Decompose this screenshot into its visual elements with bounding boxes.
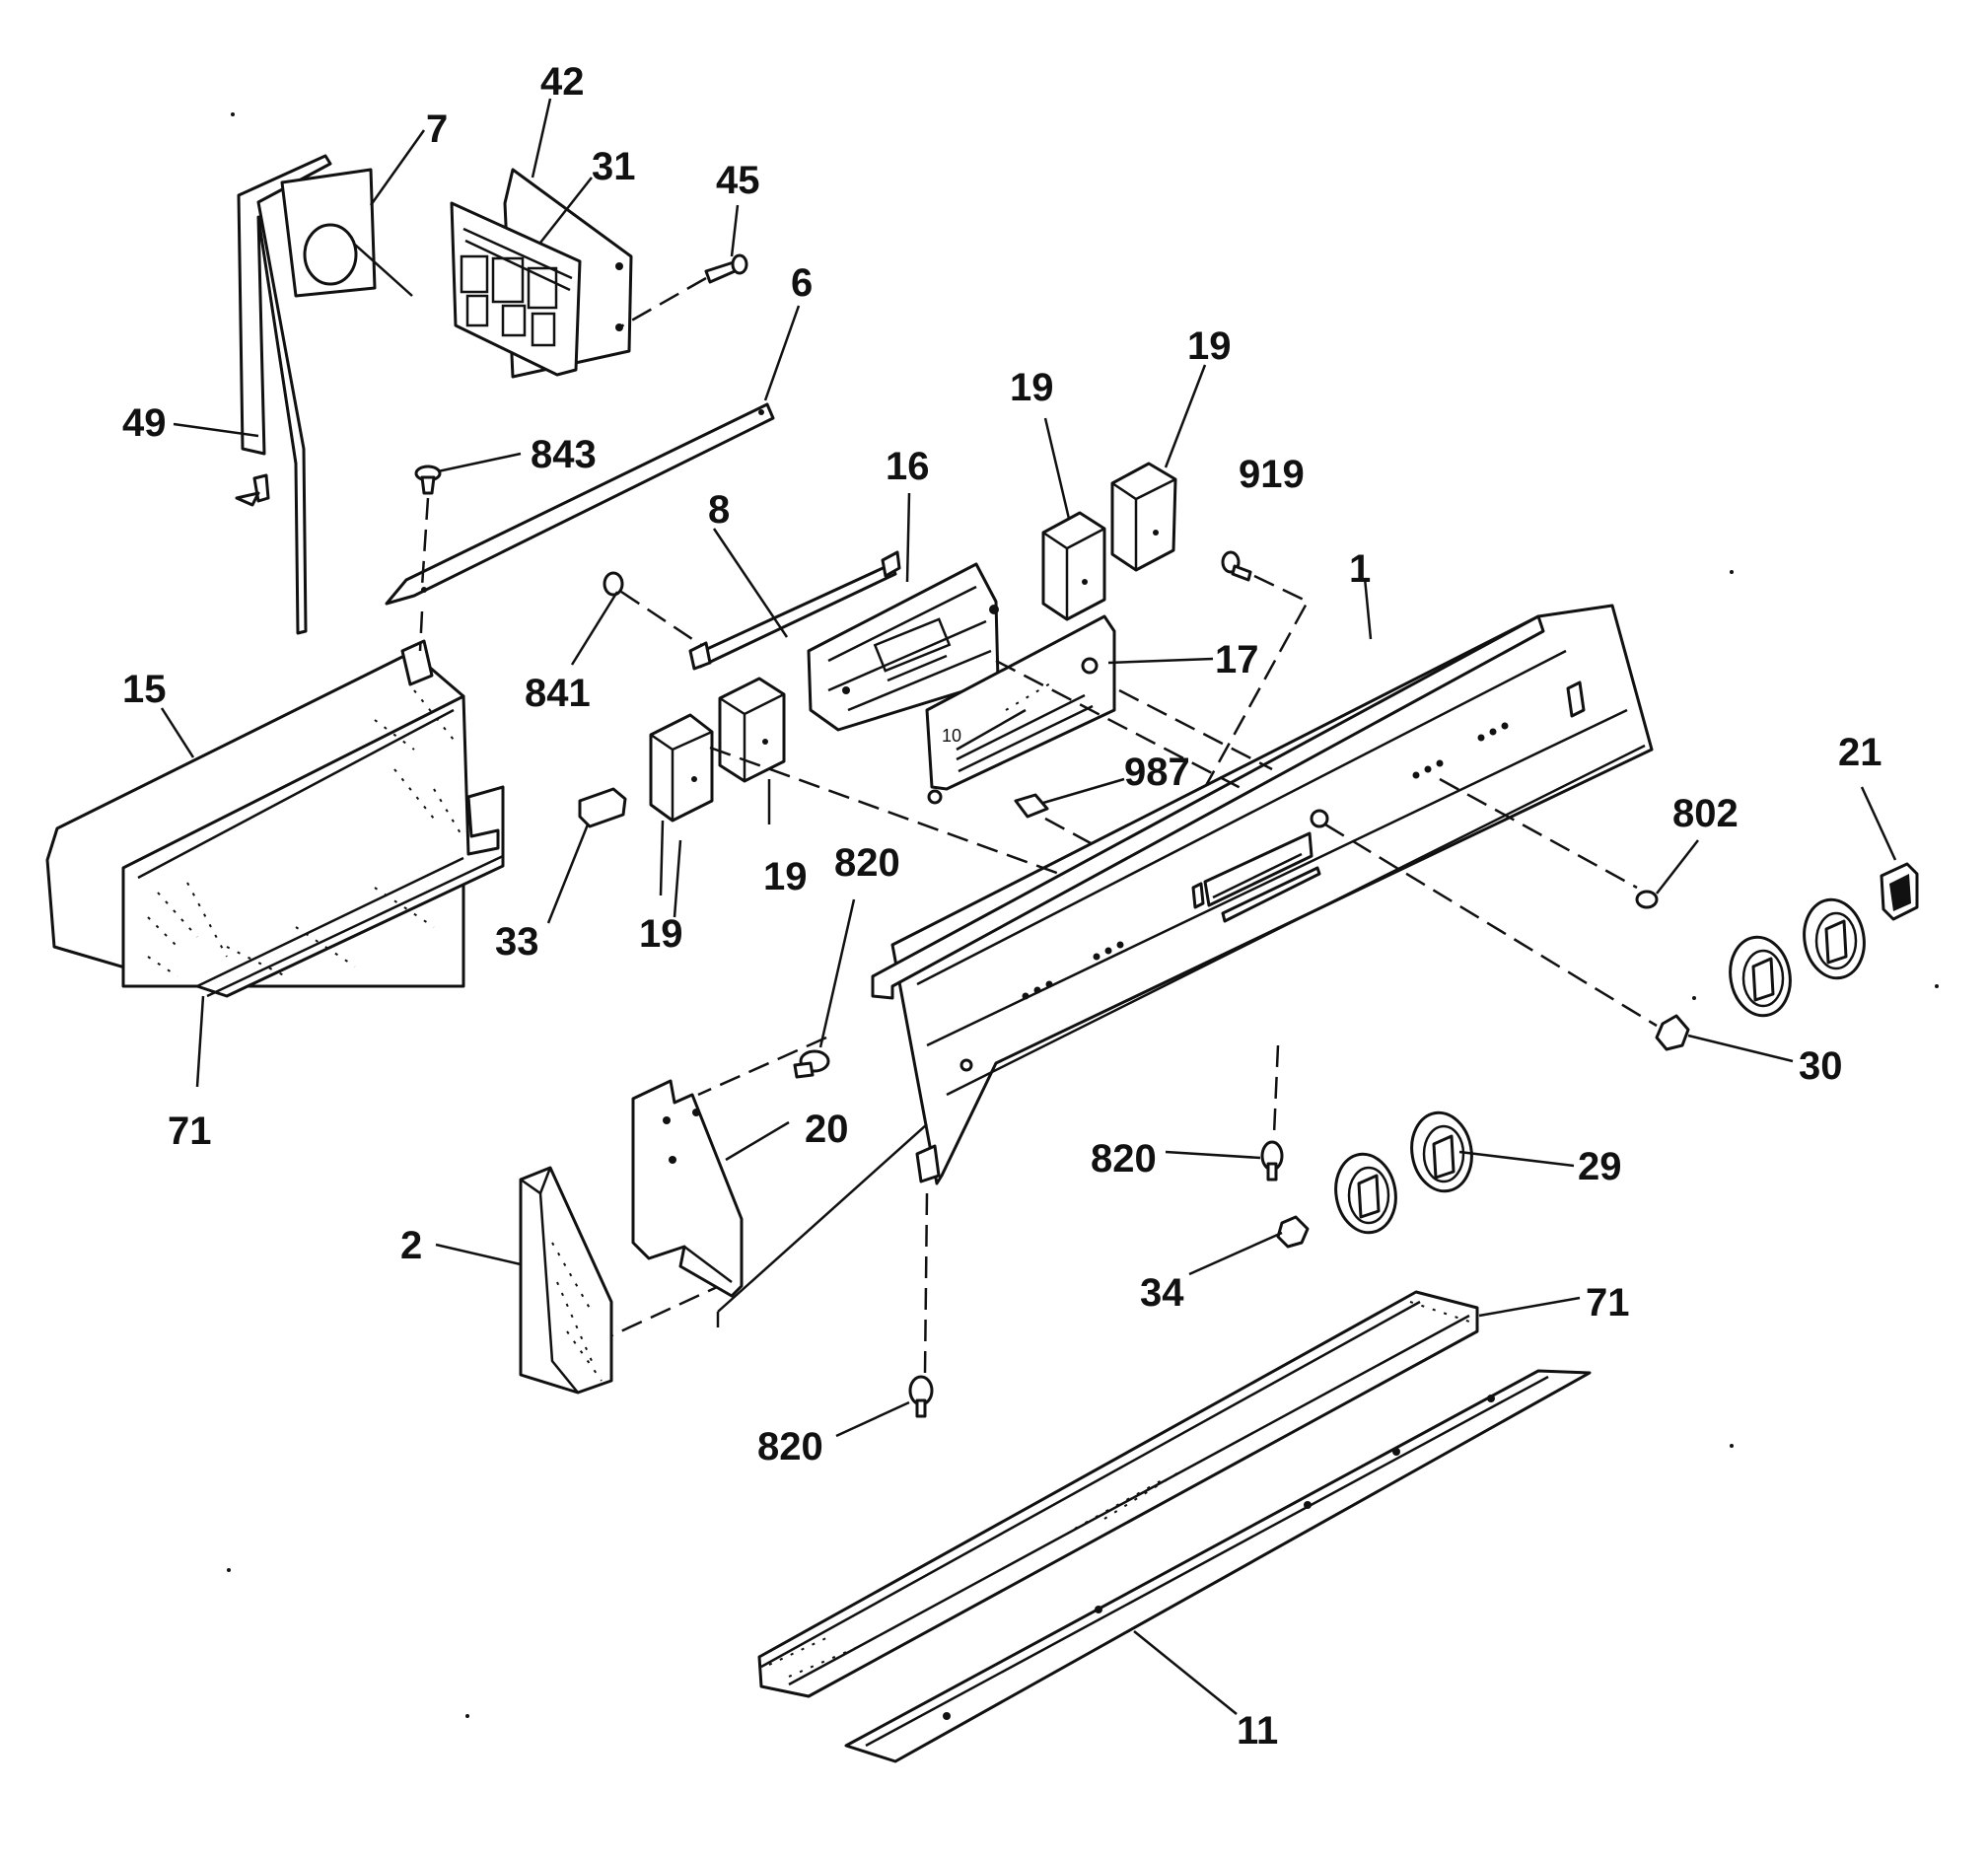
part-21-rocker-switch [1880, 862, 1919, 921]
callout-33: 33 [495, 920, 539, 964]
callout-42: 42 [540, 60, 585, 104]
part-34-spacer [1276, 1215, 1310, 1249]
part-19-switch-lower [649, 677, 786, 823]
callout-19-upper-right: 19 [1187, 324, 1232, 368]
callout-49: 49 [122, 401, 167, 445]
part-919-screw [1191, 550, 1310, 810]
callout-6: 6 [791, 261, 813, 305]
callout-2: 2 [400, 1224, 422, 1267]
part-45-screw [618, 253, 748, 329]
part-820-screw-middle [1260, 1140, 1284, 1182]
callout-919: 919 [1239, 453, 1305, 496]
svg-text:10: 10 [942, 726, 961, 746]
part-841-screw [603, 571, 711, 653]
callout-820-upper: 820 [834, 841, 900, 885]
part-7-49-bracket [235, 154, 413, 635]
callout-16: 16 [886, 445, 930, 488]
callout-29: 29 [1578, 1145, 1622, 1188]
callout-71-right: 71 [1586, 1281, 1630, 1325]
part-6-strap [385, 402, 775, 606]
callout-802: 802 [1672, 792, 1739, 835]
callout-21: 21 [1838, 731, 1882, 774]
leader-lines [160, 98, 1897, 1715]
assembly-lines [603, 659, 1658, 1374]
part-820-screw-lower [908, 1375, 934, 1418]
part-17-overlay: 10 [925, 614, 1116, 805]
part-11-lower-trim [844, 1369, 1592, 1763]
callout-841: 841 [525, 672, 591, 715]
part-820-screw-upper [793, 1049, 830, 1079]
callout-820-middle: 820 [1091, 1137, 1157, 1181]
callout-30: 30 [1799, 1044, 1843, 1088]
part-knobs-right [1729, 897, 1866, 1018]
callout-1: 1 [1349, 547, 1371, 591]
part-knobs-lower [1334, 1110, 1473, 1235]
callout-31: 31 [592, 145, 636, 188]
callout-labels: 42 7 31 45 6 49 843 16 8 19 19 919 1 17 … [122, 60, 1882, 1753]
stray-dots [227, 112, 1939, 1718]
part-843-screw [414, 465, 442, 588]
callout-11: 11 [1237, 1709, 1278, 1753]
callout-19-lower-left: 19 [639, 912, 683, 956]
part-1-control-panel [871, 604, 1654, 1185]
callout-7: 7 [426, 107, 448, 151]
callout-843: 843 [531, 433, 597, 476]
callout-20: 20 [805, 1108, 849, 1151]
part-33-switch [546, 787, 627, 924]
callout-17: 17 [1215, 638, 1259, 681]
callout-45: 45 [716, 159, 760, 202]
part-19-switch-upper [1041, 462, 1177, 621]
part-30-spacer [1655, 1014, 1690, 1051]
part-8-strip [688, 550, 901, 671]
callout-8: 8 [708, 488, 730, 532]
callout-19-upper-left: 19 [1010, 366, 1054, 409]
callout-987: 987 [1124, 751, 1190, 794]
callout-19-lower-right: 19 [763, 855, 808, 898]
callout-820-lower: 820 [757, 1425, 823, 1468]
part-15-end-housing [45, 610, 505, 998]
part-2-end-cap [519, 1166, 613, 1395]
part-802-screw [1635, 890, 1659, 909]
part-20-side-bracket [631, 1079, 928, 1327]
part-42-31-control-board [450, 168, 633, 379]
callout-15: 15 [122, 668, 167, 711]
callout-71-left: 71 [168, 1110, 212, 1153]
part-16-display-module [807, 562, 1000, 732]
part-71-lower-trim [757, 1290, 1479, 1698]
callout-34: 34 [1140, 1271, 1184, 1315]
